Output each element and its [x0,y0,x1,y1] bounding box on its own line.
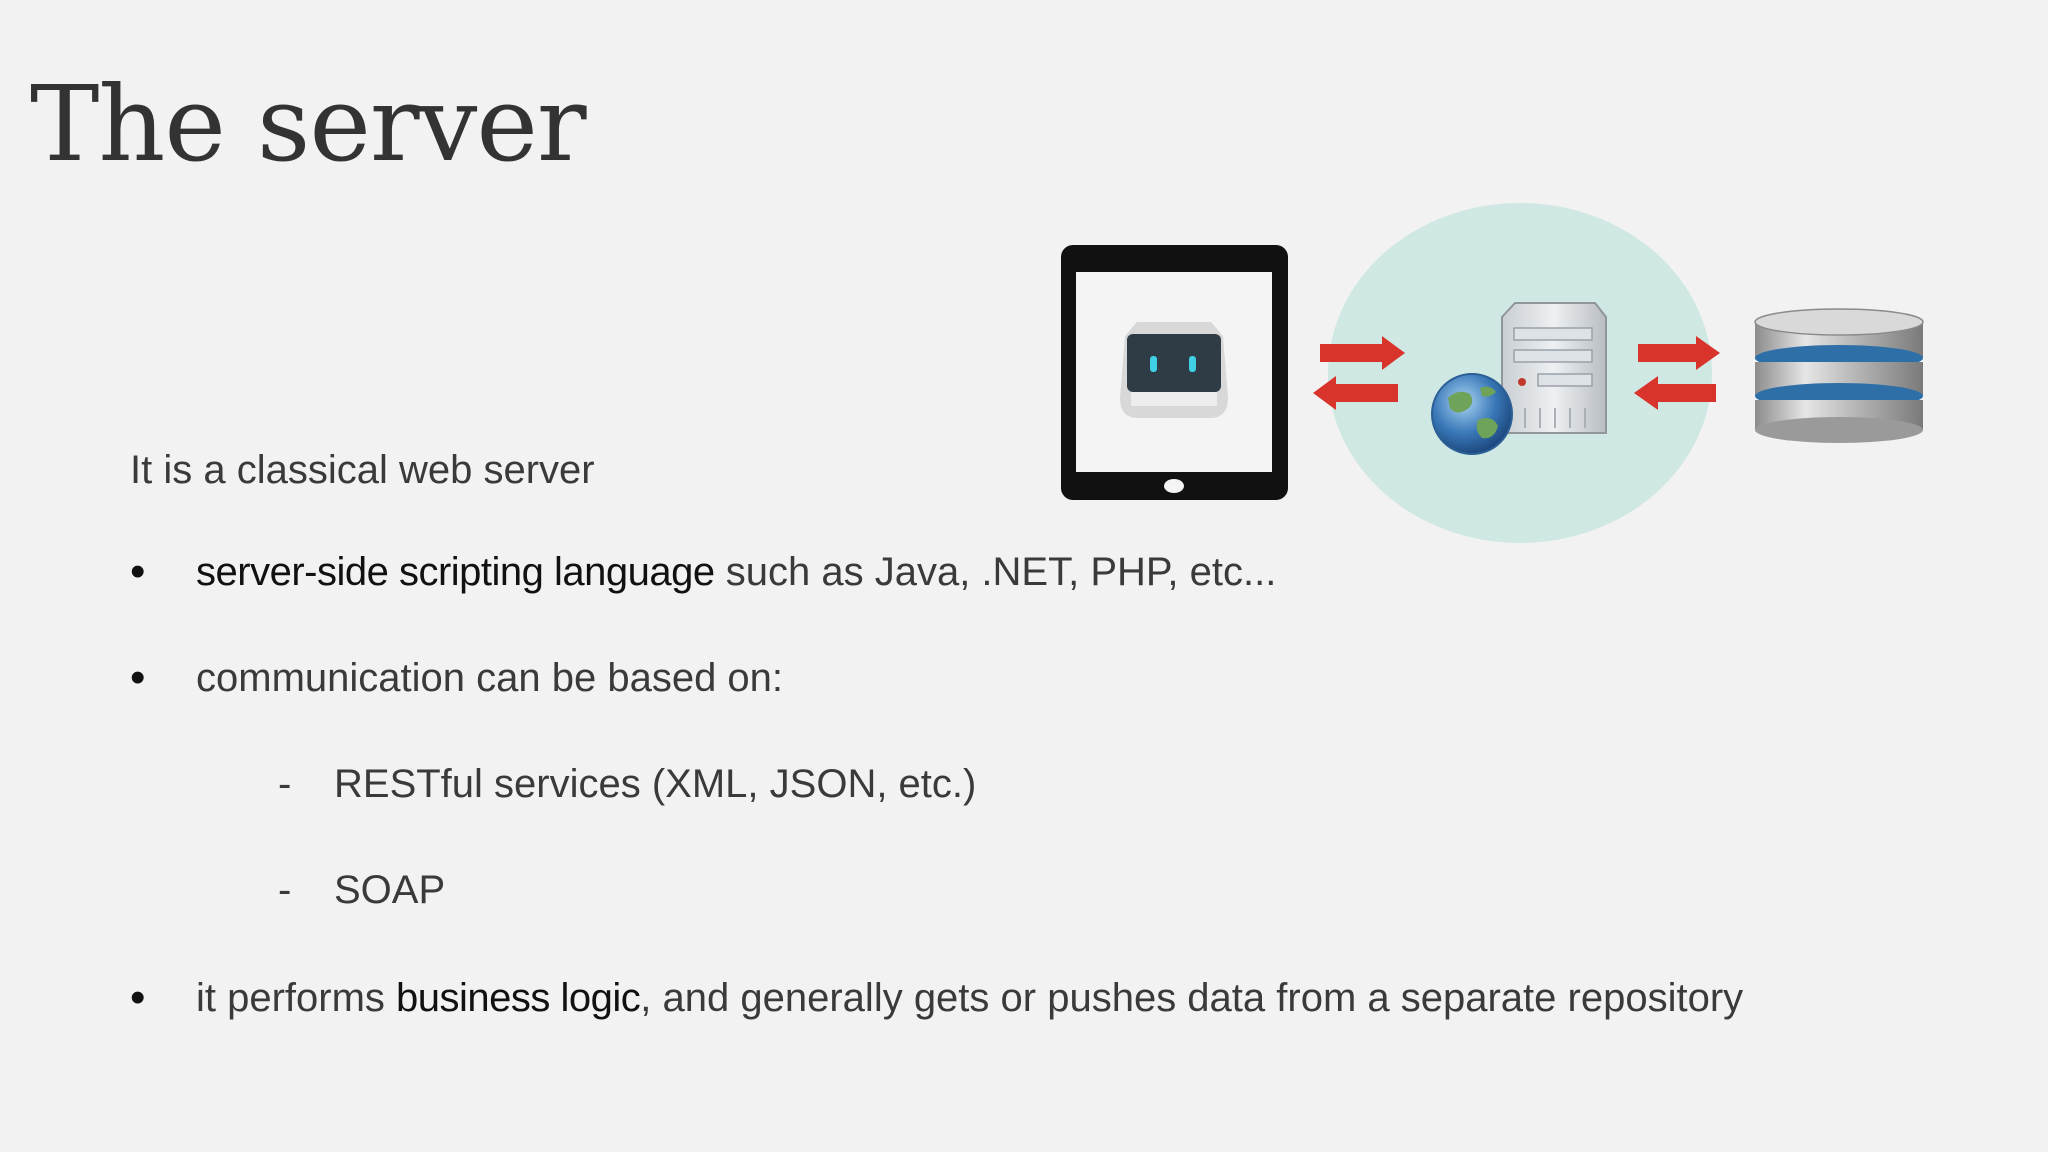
sub-text: RESTful services (XML, JSON, etc.) [334,762,977,806]
bullet-glyph: • [130,973,146,1022]
bullet-rest: such as Java, .NET, PHP, etc... [714,550,1277,594]
bullet-text: server-side scripting language such as J… [196,548,1276,596]
arrow-left-icon [1313,376,1398,410]
bullet-glyph: • [130,547,146,596]
server-icon [1501,302,1607,434]
globe-icon [1431,373,1513,455]
bullet-strong: server-side scripting language [196,550,715,594]
slide-title: The server [30,63,587,185]
database-icon [1754,308,1924,443]
bullet-text: communication can be based on: [196,656,784,700]
bullet-pre: it performs [196,976,397,1020]
arrow-right-icon [1320,336,1405,370]
bullet-strong: business logic [396,976,641,1020]
arrow-right-icon [1638,336,1720,370]
intro-text: It is a classical web server [130,448,595,492]
sub-dash: - [278,868,292,912]
app-robot-icon [1120,322,1228,418]
sub-dash: - [278,762,292,806]
bullet-glyph: • [130,653,146,702]
bullet-rest: , and generally gets or pushes data from… [640,976,1744,1020]
sub-text: SOAP [334,868,446,912]
arrow-left-icon [1634,376,1716,410]
architecture-diagram [1061,203,1924,543]
bullet-text: it performs business logic, and generall… [196,974,1743,1022]
